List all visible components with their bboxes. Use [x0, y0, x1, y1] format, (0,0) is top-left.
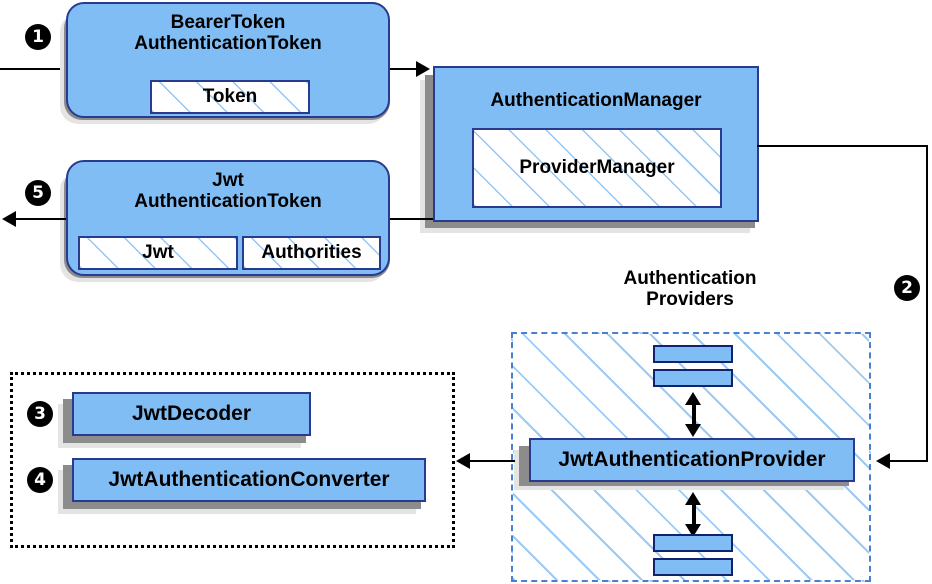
jwt-token-title: Jwt AuthenticationToken: [134, 170, 322, 213]
jwt-decoder-label: JwtDecoder: [131, 402, 252, 426]
provider-bar-icon-bottom-1: [653, 534, 733, 552]
provider-manager-label: ProviderManager: [519, 157, 675, 179]
arrow-right-icon: [416, 61, 430, 77]
jwt-label: Jwt: [142, 242, 174, 264]
group-jwt-support: [10, 372, 455, 548]
arrow-left-icon-response: [2, 211, 16, 227]
connector-bearer-to-manager: [380, 68, 418, 70]
double-arrow-vertical-icon-bottom-tail: [685, 524, 701, 537]
provider-bar-icon-top-1: [653, 345, 733, 363]
badge-step-1-label: 1: [32, 26, 44, 47]
jwt-token-inner-jwt: Jwt: [78, 236, 238, 270]
jwt-converter-label: JwtAuthenticationConverter: [108, 468, 390, 492]
connector-manager-right: [757, 145, 928, 147]
connector-manager-to-jwt-token: [390, 218, 433, 220]
authentication-manager-title: AuthenticationManager: [490, 90, 702, 111]
provider-bar-pair-top: [653, 345, 733, 387]
authentication-providers-label: Authentication Providers: [623, 268, 757, 311]
bearer-token-inner-token: Token: [150, 80, 310, 114]
connector-into-provider: [890, 460, 928, 462]
node-jwt-authentication-token[interactable]: Jwt AuthenticationToken Jwt Authorities: [66, 160, 390, 276]
arrow-left-icon: [876, 453, 890, 469]
badge-step-2: 2: [894, 275, 920, 301]
node-jwt-authentication-provider[interactable]: JwtAuthenticationProvider: [529, 438, 855, 482]
token-label: Token: [202, 86, 258, 108]
node-authentication-manager[interactable]: AuthenticationManager ProviderManager: [433, 66, 759, 222]
node-jwt-authentication-converter[interactable]: JwtAuthenticationConverter: [72, 458, 426, 502]
connector-provider-to-support: [470, 460, 515, 462]
connector-response-out: [16, 218, 66, 220]
bearer-token-title: BearerToken AuthenticationToken: [134, 12, 322, 55]
authentication-manager-inner-provider-manager: ProviderManager: [472, 128, 722, 208]
badge-step-2-label: 2: [901, 277, 913, 298]
badge-step-5-label: 5: [32, 182, 44, 203]
badge-step-1: 1: [25, 24, 51, 50]
connector-manager-down: [926, 145, 928, 462]
node-bearer-token-authentication-token[interactable]: BearerToken AuthenticationToken Token: [66, 2, 390, 118]
double-arrow-vertical-icon-top-head: [685, 392, 701, 405]
arrow-left-icon-support: [456, 453, 470, 469]
double-arrow-vertical-icon-bottom-head: [685, 492, 701, 505]
double-arrow-vertical-icon-top-tail: [685, 424, 701, 437]
provider-bar-pair-bottom: [653, 534, 733, 576]
badge-step-3: 3: [27, 401, 53, 427]
double-arrow-vertical-icon-top-shaft: [692, 399, 696, 427]
jwt-token-inner-authorities: Authorities: [242, 236, 381, 270]
badge-step-4-label: 4: [34, 469, 46, 490]
provider-bar-icon-bottom-2: [653, 558, 733, 576]
double-arrow-vertical-icon-bottom-shaft: [692, 499, 696, 527]
badge-step-5: 5: [25, 180, 51, 206]
badge-step-4: 4: [27, 467, 53, 493]
provider-bar-icon-top-2: [653, 369, 733, 387]
badge-step-3-label: 3: [34, 403, 46, 424]
authorities-label: Authorities: [261, 242, 362, 264]
node-jwt-decoder[interactable]: JwtDecoder: [72, 392, 311, 436]
jwt-provider-label: JwtAuthenticationProvider: [558, 448, 826, 472]
